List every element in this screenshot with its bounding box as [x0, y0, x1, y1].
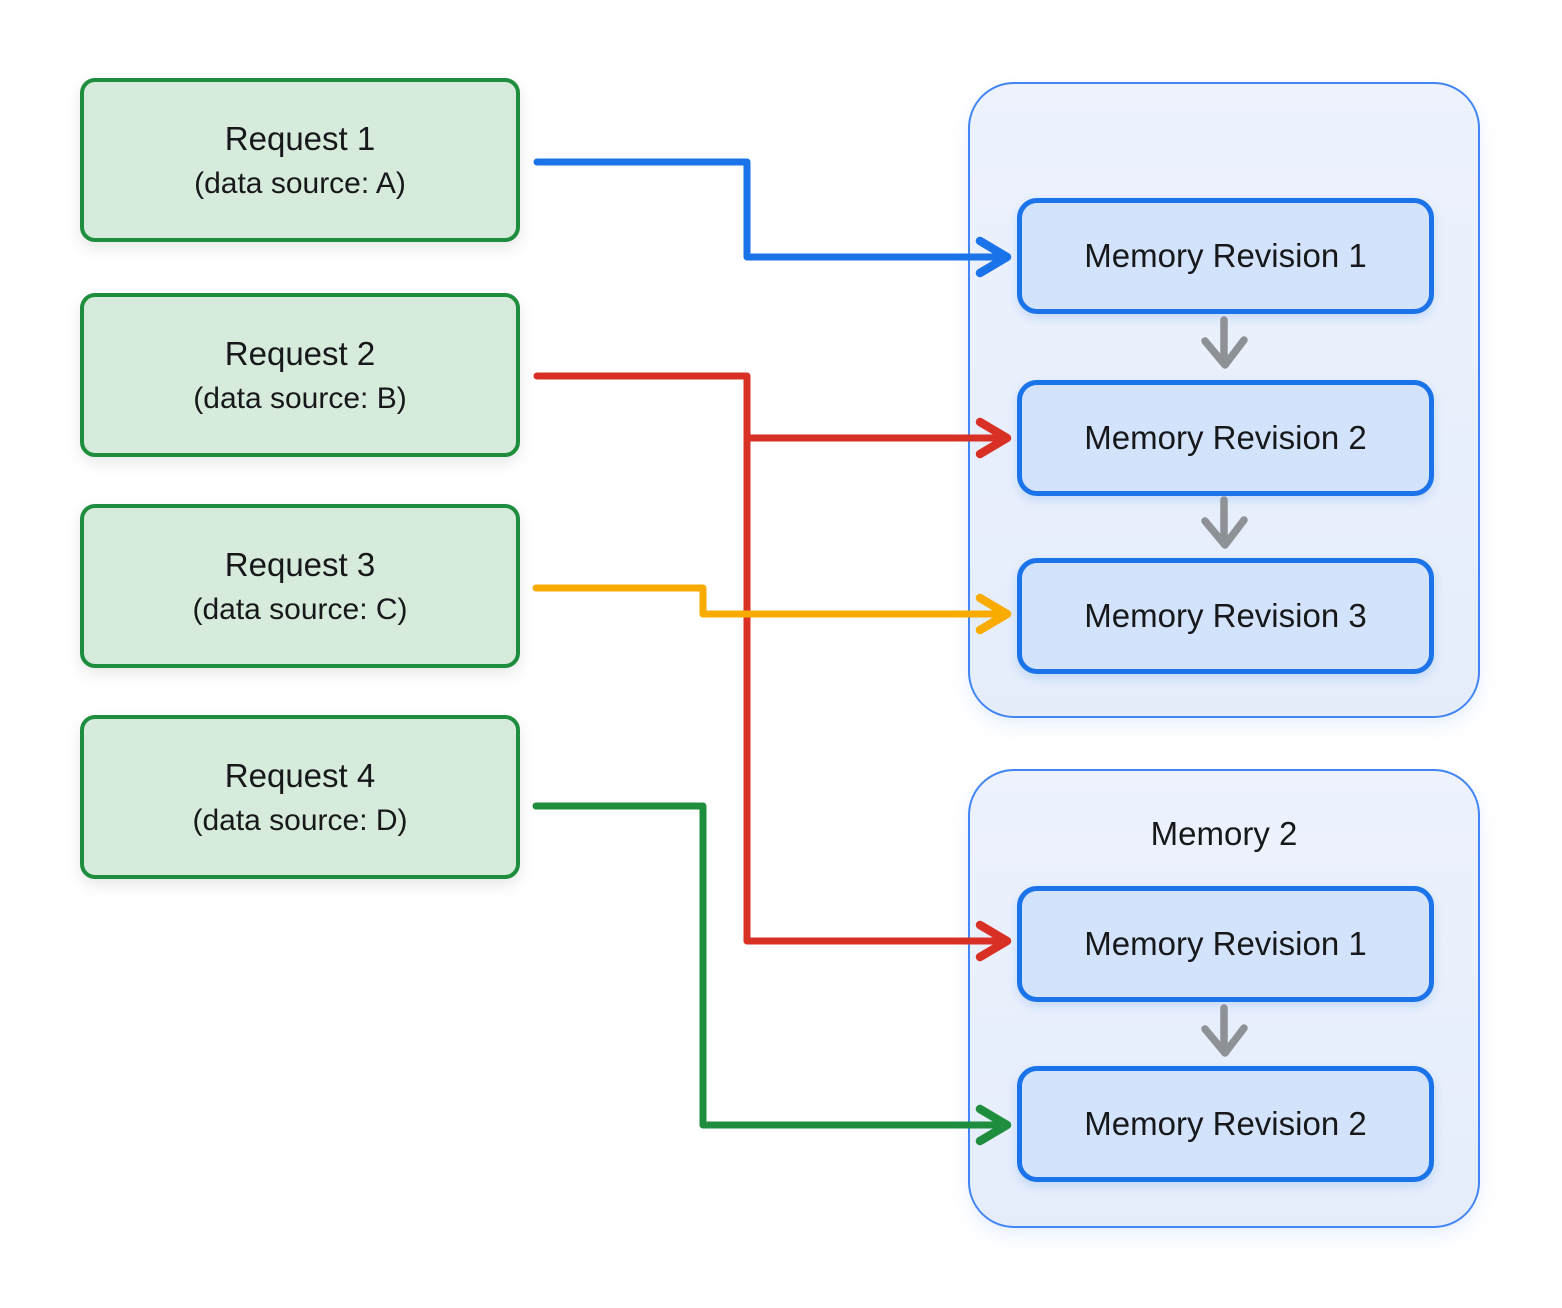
request-2-subtitle: (data source: B)	[193, 381, 407, 415]
request-3-subtitle: (data source: C)	[192, 592, 408, 626]
request-3-title: Request 3	[224, 546, 376, 584]
connector-request3-to-memory1-revision3	[532, 584, 1012, 635]
connector-line	[532, 584, 1002, 618]
memory-1-revision-3-label: Memory Revision 3	[1084, 597, 1367, 634]
connector-line	[533, 372, 1002, 442]
memory-1-revision-2-label: Memory Revision 2	[1084, 419, 1367, 456]
request-4-title: Request 4	[224, 757, 376, 795]
connector-line	[533, 158, 1002, 261]
request-2-title: Request 2	[224, 335, 376, 373]
memory-1-container: Memory 1 Memory Revision 1 Memory Revisi…	[968, 82, 1480, 718]
memory-2-revision-1-label: Memory Revision 1	[1084, 925, 1367, 962]
request-1-subtitle: (data source: A)	[194, 166, 406, 200]
request-1-title: Request 1	[224, 120, 376, 158]
memory-1-revision-2-box: Memory Revision 2	[1017, 380, 1434, 496]
request-4-box: Request 4 (data source: D)	[80, 715, 520, 879]
memory-2-container: Memory 2 Memory Revision 1 Memory Revisi…	[968, 769, 1480, 1228]
connector-line	[532, 802, 1002, 1129]
connector-request4-to-memory2-revision2	[532, 802, 1012, 1146]
memory-1-revision-1-label: Memory Revision 1	[1084, 237, 1367, 274]
connector-request2-to-memory1-revision2	[533, 372, 1012, 459]
connector-line	[743, 434, 1002, 945]
request-3-box: Request 3 (data source: C)	[80, 504, 520, 668]
memory-2-revision-2-label: Memory Revision 2	[1084, 1105, 1367, 1142]
memory-2-revision-1-box: Memory Revision 1	[1017, 886, 1434, 1002]
memory-2-revision-2-box: Memory Revision 2	[1017, 1066, 1434, 1182]
request-1-box: Request 1 (data source: A)	[80, 78, 520, 242]
request-4-subtitle: (data source: D)	[192, 803, 408, 837]
request-2-box: Request 2 (data source: B)	[80, 293, 520, 457]
connector-request1-to-memory1-revision1	[533, 158, 1012, 278]
memory-1-revision-3-box: Memory Revision 3	[1017, 558, 1434, 674]
memory-2-title: Memory 2	[1150, 815, 1298, 852]
memory-1-revision-1-box: Memory Revision 1	[1017, 198, 1434, 314]
